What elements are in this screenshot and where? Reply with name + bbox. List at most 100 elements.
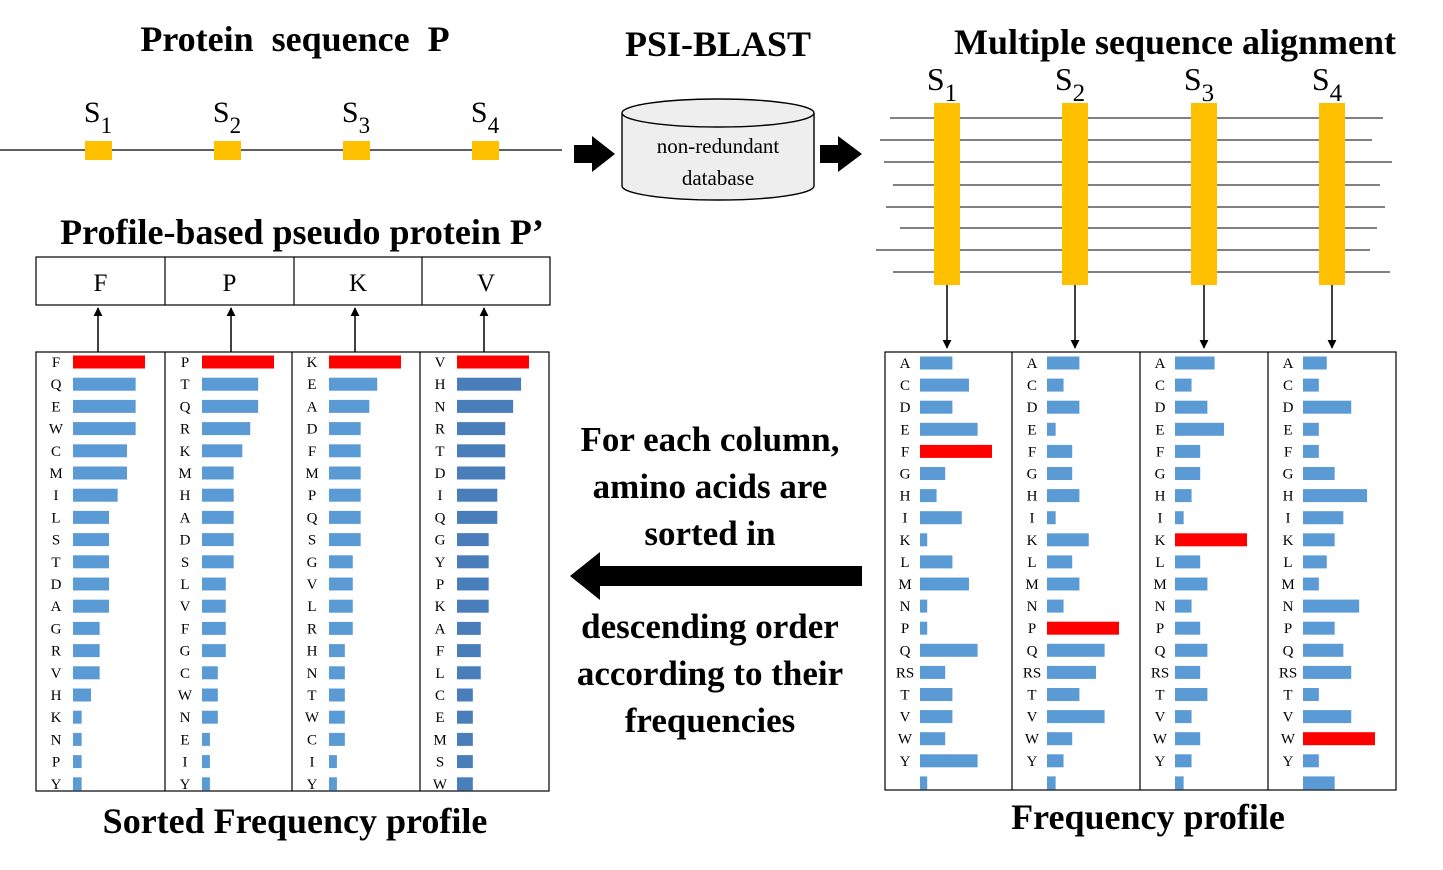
profile-label: RS: [896, 665, 914, 681]
profile-label: H: [1283, 489, 1294, 505]
profile-bar: [202, 444, 243, 458]
segment-block-2: [214, 141, 241, 160]
profile-bar: [202, 755, 210, 769]
profile-label: D: [900, 400, 911, 416]
segment-label-2: S2: [213, 96, 241, 138]
profile-label: I: [1286, 511, 1291, 527]
profile-label: E: [180, 732, 189, 748]
profile-label: K: [900, 533, 911, 549]
profile-bar: [73, 755, 82, 769]
segment-label-1-letter: S: [84, 96, 101, 129]
profile-bar: [1303, 688, 1319, 701]
profile-bar: [1175, 643, 1208, 657]
profile-label: P: [52, 755, 60, 771]
database-cylinder: non-redundant database: [621, 98, 815, 201]
profile-label: D: [435, 466, 446, 482]
profile-bar: [1303, 422, 1319, 436]
profile-label: L: [51, 510, 60, 526]
profile-label: V: [435, 355, 446, 371]
database-label-line2: database: [682, 166, 754, 190]
profile-label: E: [51, 399, 60, 415]
profile-label: K: [180, 444, 191, 460]
profile-bar: [1047, 555, 1073, 569]
profile-bar: [457, 422, 506, 436]
profile-bar: [1047, 776, 1056, 790]
profile-bar: [920, 599, 928, 613]
profile-bar: [920, 422, 978, 436]
profile-label: RS: [1279, 665, 1297, 681]
explanation-line-6: according to their: [576, 654, 844, 693]
profile-bar: [202, 510, 234, 524]
profile-label: G: [435, 533, 446, 549]
profile-label: M: [178, 466, 191, 482]
profile-label: A: [1027, 356, 1038, 372]
profile-label: V: [307, 577, 318, 593]
msa-column-label-2-letter: S: [1055, 61, 1073, 97]
profile-label: T: [435, 444, 444, 460]
profile-bar: [1175, 621, 1201, 635]
profile-label: V: [51, 666, 62, 682]
profile-label: A: [900, 356, 911, 372]
profile-label: T: [1027, 688, 1036, 704]
profile-bar: [1175, 378, 1192, 392]
profile-label: E: [900, 422, 909, 438]
profile-label: Y: [1283, 754, 1294, 770]
profile-bar: [1047, 467, 1073, 480]
segment-label-3-letter: S: [342, 96, 359, 129]
profile-bar: [1303, 710, 1352, 724]
profile-label: Q: [900, 643, 911, 659]
profile-bar: [1303, 577, 1319, 591]
profile-label: Y: [51, 777, 62, 793]
profile-bar: [457, 533, 489, 547]
profile-bar: [1303, 533, 1335, 547]
profile-bar: [202, 555, 234, 569]
msa-column-4: [1319, 103, 1345, 285]
profile-label: W: [1025, 732, 1040, 748]
profile-bar: [329, 777, 337, 791]
profile-bar: [1175, 444, 1201, 458]
profile-bar: [920, 621, 928, 635]
profile-bar: [73, 444, 127, 458]
profile-label: E: [435, 710, 444, 726]
profile-label: P: [436, 577, 444, 593]
profile-bar: [73, 710, 82, 724]
database-label-line1: non-redundant: [657, 134, 780, 158]
msa-sequence-lines: [876, 117, 1392, 273]
profile-label: G: [1283, 467, 1294, 483]
profile-label: E: [1155, 422, 1164, 438]
profile-bar: [1175, 489, 1192, 503]
profile-bar: [1303, 356, 1327, 370]
block-arrow-to-database: [574, 136, 615, 172]
profile-label: D: [307, 422, 318, 438]
profile-bar: [920, 732, 946, 746]
profile-label: I: [310, 755, 315, 771]
profile-bar: [1175, 422, 1224, 436]
pseudo-residue-2: P: [223, 270, 237, 297]
profile-bar: [1175, 555, 1201, 569]
profile-bar: [202, 377, 259, 391]
profile-label: T: [900, 688, 909, 704]
big-left-arrow: [570, 552, 862, 600]
profile-bar: [202, 355, 274, 369]
profile-bar: [73, 666, 100, 680]
profile-label: Y: [1155, 754, 1166, 770]
profile-bar: [457, 488, 498, 502]
profile-bar: [73, 399, 136, 413]
profile-bar: [202, 732, 210, 746]
msa-column-label-2: S2: [1055, 61, 1085, 107]
profile-label: R: [307, 621, 317, 637]
profile-label: F: [1284, 444, 1292, 460]
profile-label: P: [1028, 621, 1036, 637]
profile-bar: [920, 776, 928, 790]
profile-bar: [73, 621, 100, 635]
profile-label: C: [51, 444, 61, 460]
profile-bar: [457, 555, 489, 569]
segment-label-1-subscript: 1: [101, 113, 113, 138]
profile-bar: [329, 377, 378, 391]
pseudo-protein-frame: [35, 256, 551, 306]
profile-bar: [1047, 621, 1119, 635]
profile-bar: [1047, 511, 1056, 525]
msa-column-label-4-letter: S: [1312, 61, 1330, 97]
